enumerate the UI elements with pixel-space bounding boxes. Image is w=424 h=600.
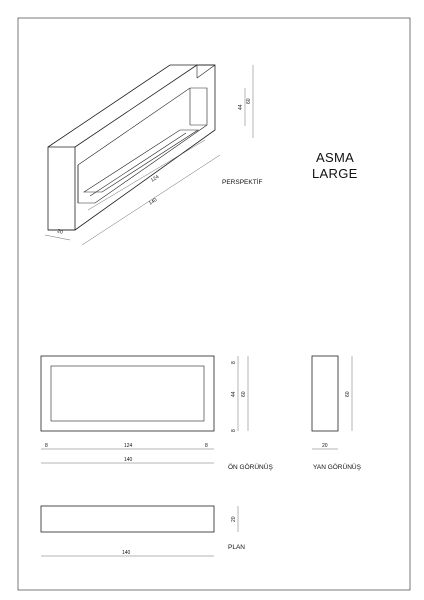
- dim-label-plan-20: 20: [231, 516, 237, 522]
- dim-label-height-60: 60: [241, 391, 247, 397]
- dim-label-mid-44: 44: [231, 391, 237, 397]
- perspective-burner-edge: [89, 132, 187, 197]
- perspective-view: 124 140 20 44 60 PERSPEKTİF: [44, 64, 262, 246]
- front-inner-opening: [50, 365, 205, 422]
- side-view-label: YAN GÖRÜNÜŞ: [313, 463, 362, 471]
- plan-view: 140 20 PLAN: [40, 505, 245, 557]
- dim-label-left-8: 8: [45, 443, 48, 449]
- perspective-top-edge: [74, 64, 198, 148]
- perspective-edge: [196, 64, 216, 79]
- dim-label-side-60: 60: [345, 391, 351, 397]
- dim-label-top-8: 8: [231, 361, 237, 364]
- side-view: 20 60 YAN GÖRÜNÜŞ: [311, 355, 362, 471]
- dim-label-140: 140: [148, 197, 158, 207]
- front-outer-frame: [40, 355, 215, 432]
- perspective-inner-opening: [77, 87, 208, 204]
- dim-line-20: [44, 234, 71, 241]
- plan-view-label: PLAN: [228, 544, 245, 551]
- dim-label-right-8: 8: [205, 443, 208, 449]
- dim-label-60: 60: [246, 98, 252, 104]
- dim-label-total-140: 140: [124, 457, 133, 463]
- dim-line-124: [87, 139, 206, 211]
- dim-label-plan-140: 140: [122, 550, 131, 556]
- front-view: 8 124 8 140 8 44 8 60 ÖN GÖRÜNÜŞ: [40, 355, 273, 471]
- plan-outline: [40, 505, 215, 533]
- page-frame: [17, 17, 411, 591]
- perspective-label: PERSPEKTİF: [222, 177, 262, 186]
- dim-label-20: 20: [56, 228, 63, 236]
- dim-line-140: [81, 154, 221, 246]
- dim-label-inner-124: 124: [124, 443, 133, 449]
- product-title-line1: ASMA: [316, 150, 354, 165]
- front-view-label: ÖN GÖRÜNÜŞ: [228, 463, 273, 471]
- dim-label-44: 44: [238, 104, 244, 110]
- dim-label-124: 124: [150, 174, 160, 184]
- product-title-line2: LARGE: [312, 166, 358, 181]
- side-outline: [311, 355, 339, 432]
- perspective-front-left-post: [47, 146, 76, 231]
- dim-label-side-20: 20: [322, 443, 328, 449]
- dim-label-bottom-8: 8: [231, 429, 237, 432]
